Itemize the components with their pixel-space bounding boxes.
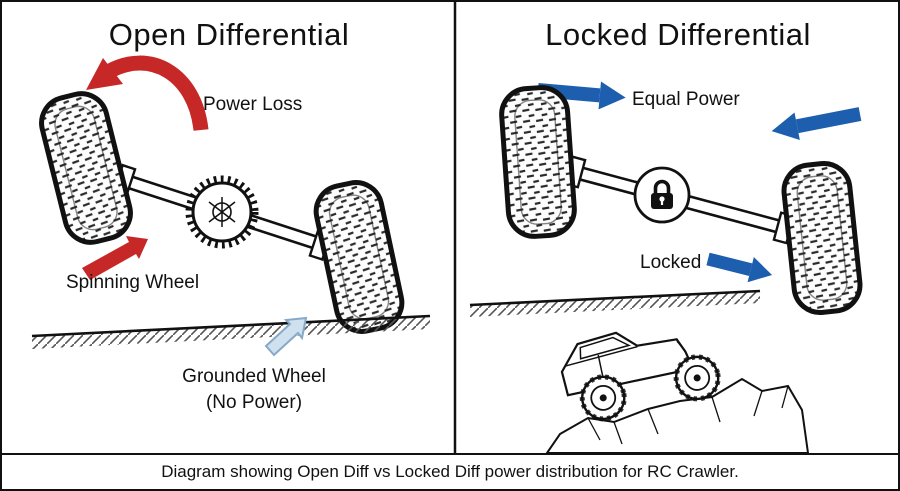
- open-differential-panel: Open Differential Power Loss: [31, 17, 431, 413]
- crawler-front-wheel: [673, 354, 721, 402]
- diagram-canvas: Open Differential Power Loss: [31, 2, 898, 453]
- open-differential-gear-icon: [185, 175, 259, 249]
- locked-differential-hub: [633, 166, 691, 224]
- locked-label: Locked: [640, 252, 701, 273]
- open-differential-title: Open Differential: [109, 17, 350, 52]
- power-loss-label: Power Loss: [203, 94, 302, 115]
- locked-differential-panel: Locked Differential Equal Power: [469, 17, 863, 453]
- power-loss-arrow-icon: [86, 55, 209, 132]
- grounded-wheel-arrow-icon: [264, 316, 308, 357]
- crawler-rear-wheel: [579, 374, 627, 422]
- spinning-tire: [36, 88, 136, 248]
- equal-power-arrow-right-icon: [771, 107, 862, 140]
- equal-power-label: Equal Power: [632, 89, 740, 110]
- locked-left-tire: [500, 86, 576, 238]
- grounded-wheel-label-line2: (No Power): [206, 392, 302, 413]
- locked-differential-title: Locked Differential: [545, 17, 811, 52]
- grounded-wheel-label-line1: Grounded Wheel: [182, 366, 326, 387]
- lock-icon: [651, 179, 673, 209]
- rc-crawler-sketch: [560, 331, 721, 422]
- diagram-caption: Diagram showing Open Diff vs Locked Diff…: [2, 453, 898, 489]
- grounded-tire: [311, 178, 406, 336]
- rock-pile-sketch: [545, 377, 810, 453]
- locked-right-tire: [781, 161, 862, 315]
- spinning-wheel-label: Spinning Wheel: [66, 272, 199, 293]
- locked-ground: [469, 289, 761, 317]
- spinning-wheel-arrow-icon: [82, 236, 148, 280]
- locked-arrow-icon: [706, 252, 773, 283]
- open-ground: [31, 314, 431, 349]
